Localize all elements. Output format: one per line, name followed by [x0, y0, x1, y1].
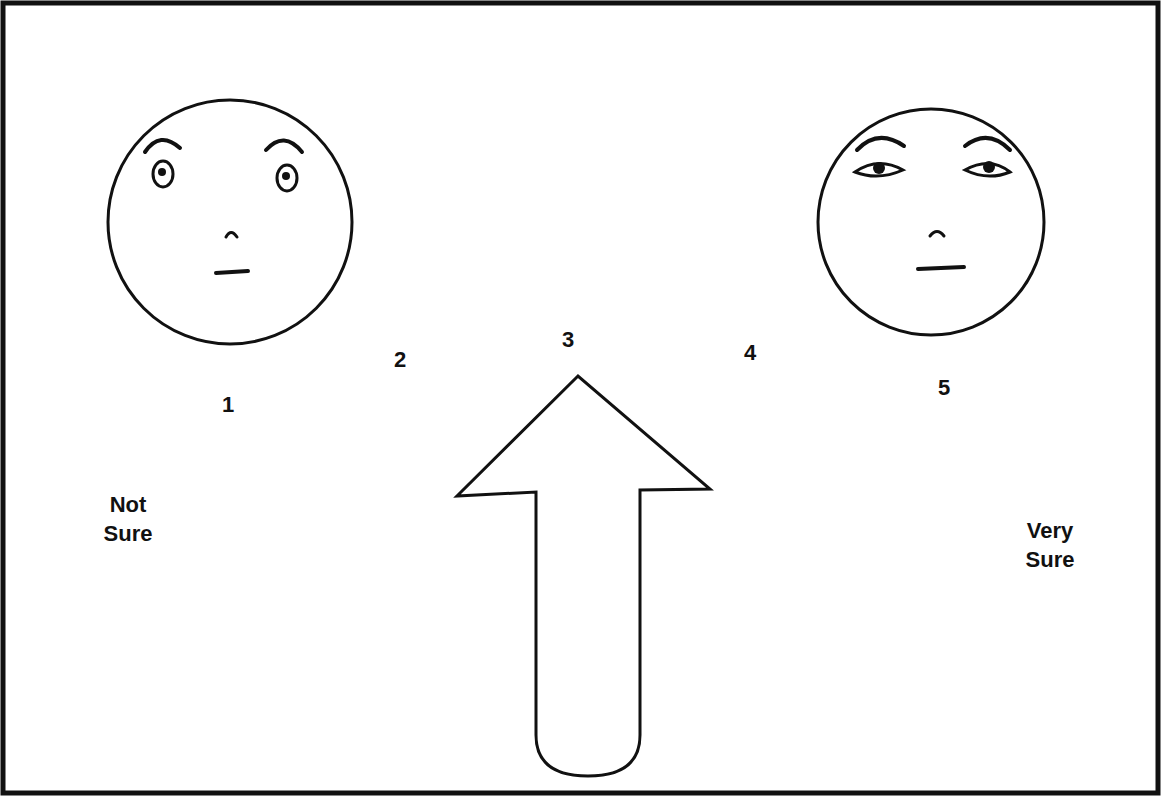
sure-face	[818, 109, 1044, 335]
scale-number: 1	[222, 391, 234, 420]
unsure-face	[108, 100, 352, 344]
scale-number: 4	[744, 339, 756, 368]
scale-end-label: Very Sure	[1026, 517, 1075, 574]
scale-end-label: Not Sure	[104, 491, 153, 548]
scale-number: 2	[394, 346, 406, 375]
scale-number: 3	[562, 326, 574, 355]
scale-number: 5	[938, 374, 950, 403]
pointer-arrow	[457, 376, 710, 776]
frame-border	[3, 3, 1158, 793]
